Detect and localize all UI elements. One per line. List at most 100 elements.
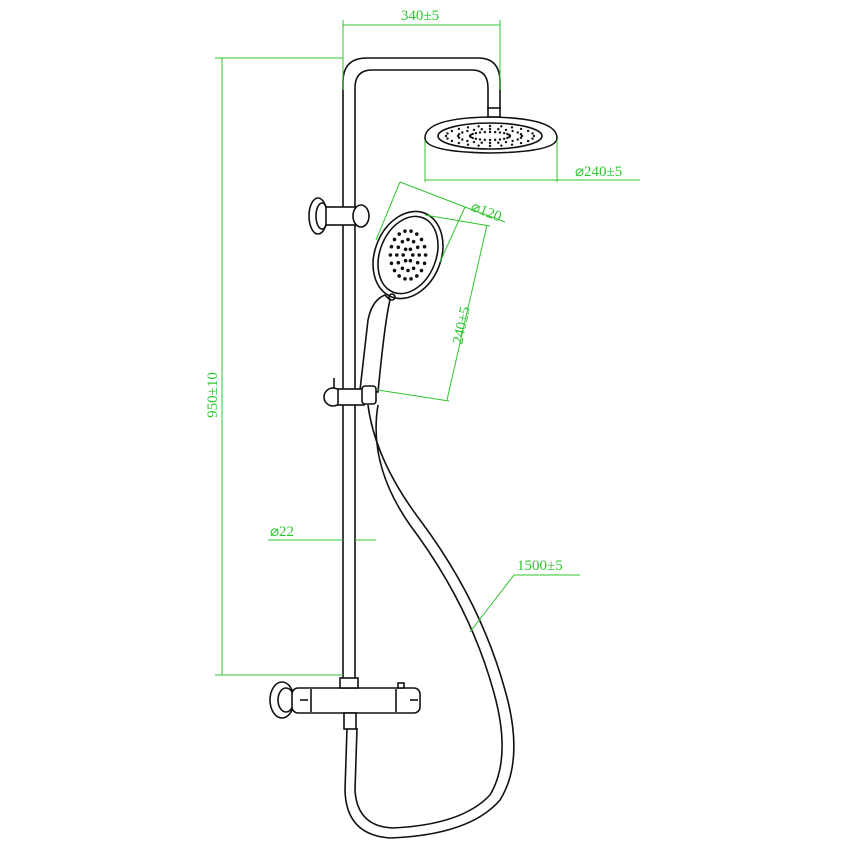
nozzle-dot <box>506 136 509 140</box>
nozzle-dot <box>403 258 408 263</box>
nozzle-dot <box>472 140 476 144</box>
nozzle-dot <box>461 131 464 134</box>
nozzle-dot <box>480 128 483 131</box>
nozzle-dot <box>389 244 394 249</box>
nozzle-dot <box>401 253 406 257</box>
nozzle-dot <box>488 130 492 134</box>
nozzle-dot <box>466 139 469 143</box>
nozzle-dot <box>415 260 420 265</box>
nozzle-dot <box>474 131 478 135</box>
nozzle-dot <box>478 138 482 141</box>
nozzle-dot <box>483 130 487 134</box>
nozzle-dot <box>502 137 506 141</box>
nozzle-dot <box>400 239 405 244</box>
nozzle-dot <box>510 143 514 146</box>
wall-bracket <box>308 197 370 235</box>
nozzle-dot <box>493 138 497 142</box>
nozzle-dot <box>396 260 401 265</box>
nozzle-dot <box>466 143 470 146</box>
nozzle-dot <box>477 144 480 147</box>
nozzle-dot <box>457 132 461 136</box>
nozzle-dot <box>498 131 502 134</box>
dim-pipe: ⌀22 <box>270 524 294 540</box>
nozzle-dot <box>519 132 523 136</box>
nozzle-dot <box>388 253 393 257</box>
nozzle-dot <box>392 268 397 273</box>
nozzle-dot <box>444 134 448 138</box>
nozzle-dot <box>477 125 480 128</box>
dimension-height: 950±10 <box>205 57 343 676</box>
nozzle-dot <box>403 229 407 233</box>
nozzle-dot <box>406 268 410 273</box>
nozzle-dot <box>400 266 405 271</box>
nozzle-dot <box>446 137 449 140</box>
dim-overhead: ⌀240±5 <box>575 164 622 180</box>
overhead-shower <box>424 116 558 154</box>
nozzle-dot <box>504 140 508 144</box>
nozzle-dot <box>531 137 534 140</box>
nozzle-dot <box>409 229 413 233</box>
hand-shower <box>359 210 444 393</box>
nozzle-dot <box>392 237 397 242</box>
dim-hand-diameter: ⌀120 <box>469 199 504 226</box>
nozzle-dot <box>411 239 416 244</box>
nozzle-dot <box>500 125 503 128</box>
nozzle-dot <box>417 253 422 257</box>
nozzle-dot <box>516 138 519 141</box>
nozzle-dot <box>526 139 530 143</box>
nozzle-dot <box>488 127 492 131</box>
nozzle-dot <box>497 141 500 144</box>
nozzle-dot <box>498 138 502 141</box>
dimension-pipe: ⌀22 <box>268 524 376 541</box>
dim-hand-length: 240±5 <box>450 305 474 346</box>
dim-top-arm: 340±5 <box>401 8 439 24</box>
nozzle-dot <box>508 135 511 139</box>
nozzle-dot <box>474 137 478 141</box>
nozzle-dot <box>511 139 514 143</box>
nozzle-dot <box>408 258 413 263</box>
nozzle-dot <box>471 136 474 140</box>
nozzle-dot <box>419 237 424 242</box>
nozzle-dot <box>415 274 419 278</box>
nozzle-dot <box>526 129 530 133</box>
nozzle-dot <box>531 132 534 135</box>
nozzle-dot <box>466 126 470 129</box>
nozzle-dot <box>511 129 514 133</box>
hose <box>344 404 515 839</box>
nozzle-dot <box>457 141 461 145</box>
nozzle-dot <box>419 268 424 273</box>
nozzle-dot <box>510 126 514 129</box>
nozzle-dot <box>516 131 519 134</box>
nozzle-dot <box>504 128 508 132</box>
nozzle-dot <box>483 138 487 142</box>
nozzle-dot <box>403 277 407 281</box>
nozzle-dot <box>461 138 464 141</box>
nozzle-dot <box>480 141 483 144</box>
nozzle-dot <box>457 127 461 131</box>
dimension-hose: 1500±5 <box>469 558 580 633</box>
nozzle-dot <box>488 141 492 145</box>
nozzle-dot <box>406 237 410 242</box>
nozzle-dot <box>411 266 416 271</box>
nozzle-dot <box>457 136 461 140</box>
nozzle-dot <box>497 128 500 131</box>
nozzle-dot <box>471 132 474 136</box>
nozzle-dot <box>502 131 506 135</box>
nozzle-dot <box>389 261 394 266</box>
nozzle-dot <box>422 261 427 266</box>
nozzle-dot <box>456 134 460 138</box>
nozzle-dot <box>450 139 454 143</box>
dimension-top-arm: 340±5 <box>342 8 501 90</box>
dimension-overhead: ⌀240±5 <box>424 140 640 182</box>
nozzle-dot <box>395 253 399 257</box>
nozzle-dot <box>396 245 401 250</box>
dim-hose: 1500±5 <box>517 558 563 574</box>
slider <box>323 378 377 407</box>
nozzle-dot <box>519 141 523 145</box>
nozzle-dot <box>408 247 413 252</box>
nozzle-dot <box>508 133 511 137</box>
nozzle-dot <box>411 253 415 257</box>
nozzle-dot <box>488 144 492 148</box>
nozzle-dot <box>469 133 472 137</box>
